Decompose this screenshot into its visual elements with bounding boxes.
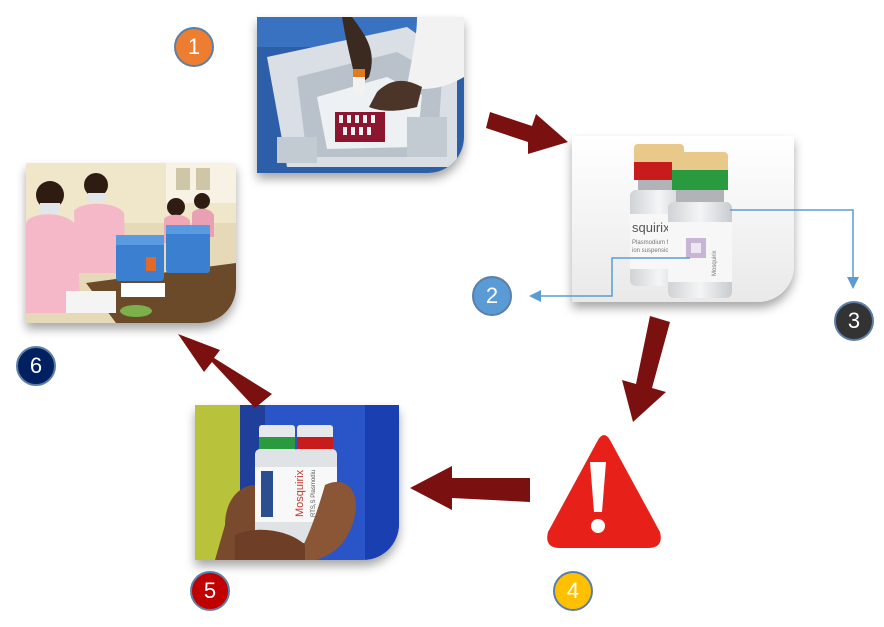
step-number-2: 2 [485,283,499,308]
vials-photo: squirix Plasmodium falcip ion suspension… [572,136,794,302]
step-badge-3: 3 [834,301,874,341]
step-badge-6: 6 [16,346,56,386]
step-number-5: 5 [203,578,217,603]
hand-vial-label: Mosquirix [294,469,306,517]
health-workers-photo [26,163,236,323]
step-number-1: 1 [187,34,201,59]
arrow-step4-to-step5 [410,466,530,510]
arrow-step5-to-step6 [178,334,272,408]
step-badge-5: 5 [190,571,230,611]
step-number-4: 4 [566,578,580,603]
callout-line-step3 [730,209,859,289]
warning-icon [547,435,661,548]
hand-vial-label-sub: RTS,S Plasmodiu [311,470,317,517]
callout-line-step2 [529,257,690,302]
cold-box-photo [257,17,464,173]
vial-label-main: squirix [632,220,670,235]
vial-label-back: Mosquirix [712,250,718,276]
vial-label-sub: Plasmodium falcip [632,240,681,246]
step-badge-4: 4 [553,571,593,611]
step-badge-2: 2 [472,276,512,316]
arrow-step2-to-step4 [622,316,670,422]
vial-label-sub2: ion suspension for [632,248,681,254]
step-number-6: 6 [29,353,43,378]
step-badge-1: 1 [174,27,214,67]
arrow-step1-to-step2 [486,112,568,154]
step-number-3: 3 [847,308,861,333]
vaccine-vials-in-hand-photo: Mosquirix RTS,S Plasmodiu [195,405,399,560]
